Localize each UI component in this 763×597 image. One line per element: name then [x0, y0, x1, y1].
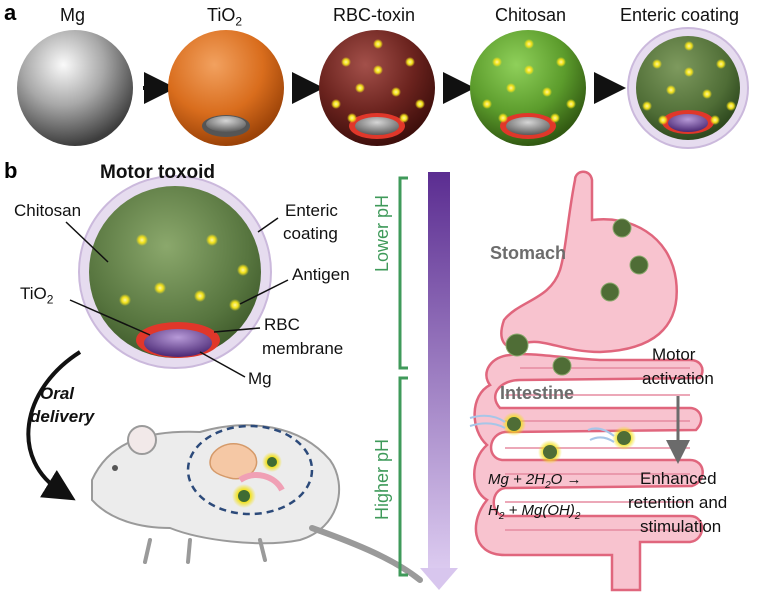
motor-particles: [469, 218, 649, 464]
label-enteric-2: coating: [283, 224, 338, 243]
motor-activation-1: Motor: [652, 345, 696, 364]
stomach-organ: [500, 170, 678, 354]
mouse-illustration: [91, 424, 423, 583]
label-chitosan: Chitosan: [14, 201, 82, 220]
ph-brackets: [398, 176, 408, 577]
motor-activation-2: activation: [642, 369, 714, 388]
panel-a-letter: a: [4, 0, 17, 25]
oral-delivery-2: delivery: [30, 407, 95, 426]
motor-toxoid-title: Motor toxoid: [100, 162, 216, 183]
oral-delivery-1: Oral: [40, 384, 75, 403]
stage-label-chitosan: Chitosan: [495, 5, 567, 25]
label-enteric-1: Enteric: [285, 201, 338, 220]
lower-ph-label: Lower pH: [372, 194, 392, 272]
stage-label-rbc-toxin: RBC-toxin: [333, 5, 416, 25]
higher-ph-label: Higher pH: [372, 438, 392, 520]
label-membrane: membrane: [262, 339, 344, 358]
stomach-label: Stomach: [490, 243, 567, 263]
intestine-organ: [473, 352, 704, 592]
enhanced-2: retention and: [628, 493, 728, 512]
reaction-line-2: H2 + Mg(OH)2: [488, 502, 581, 522]
enhanced-3: stimulation: [640, 517, 722, 536]
label-mg: Mg: [248, 369, 272, 388]
label-rbc: RBC: [264, 315, 300, 334]
label-antigen: Antigen: [292, 265, 350, 284]
stage-label-mg: Mg: [60, 5, 86, 25]
reaction-line-1: Mg + 2H2O →: [488, 471, 582, 491]
panel-b-letter: b: [4, 158, 18, 183]
chitosan-sphere: [470, 30, 586, 146]
stage-label-tio2: TiO2: [207, 5, 243, 29]
oral-delivery-arrow: [26, 350, 82, 501]
tio2-sphere: [168, 30, 284, 146]
mg-sphere: [17, 30, 133, 146]
intestine-label: Intestine: [500, 383, 575, 403]
ph-gradient-arrow: [420, 172, 458, 590]
label-tio2: TiO2: [20, 284, 54, 307]
enteric-coating-sphere: [627, 27, 749, 149]
motor-toxoid-diagram: [65, 175, 289, 378]
enhanced-1: Enhanced: [640, 469, 717, 488]
rbc-toxin-sphere: [319, 30, 435, 146]
stage-label-enteric-coating: Enteric coating: [620, 5, 740, 25]
